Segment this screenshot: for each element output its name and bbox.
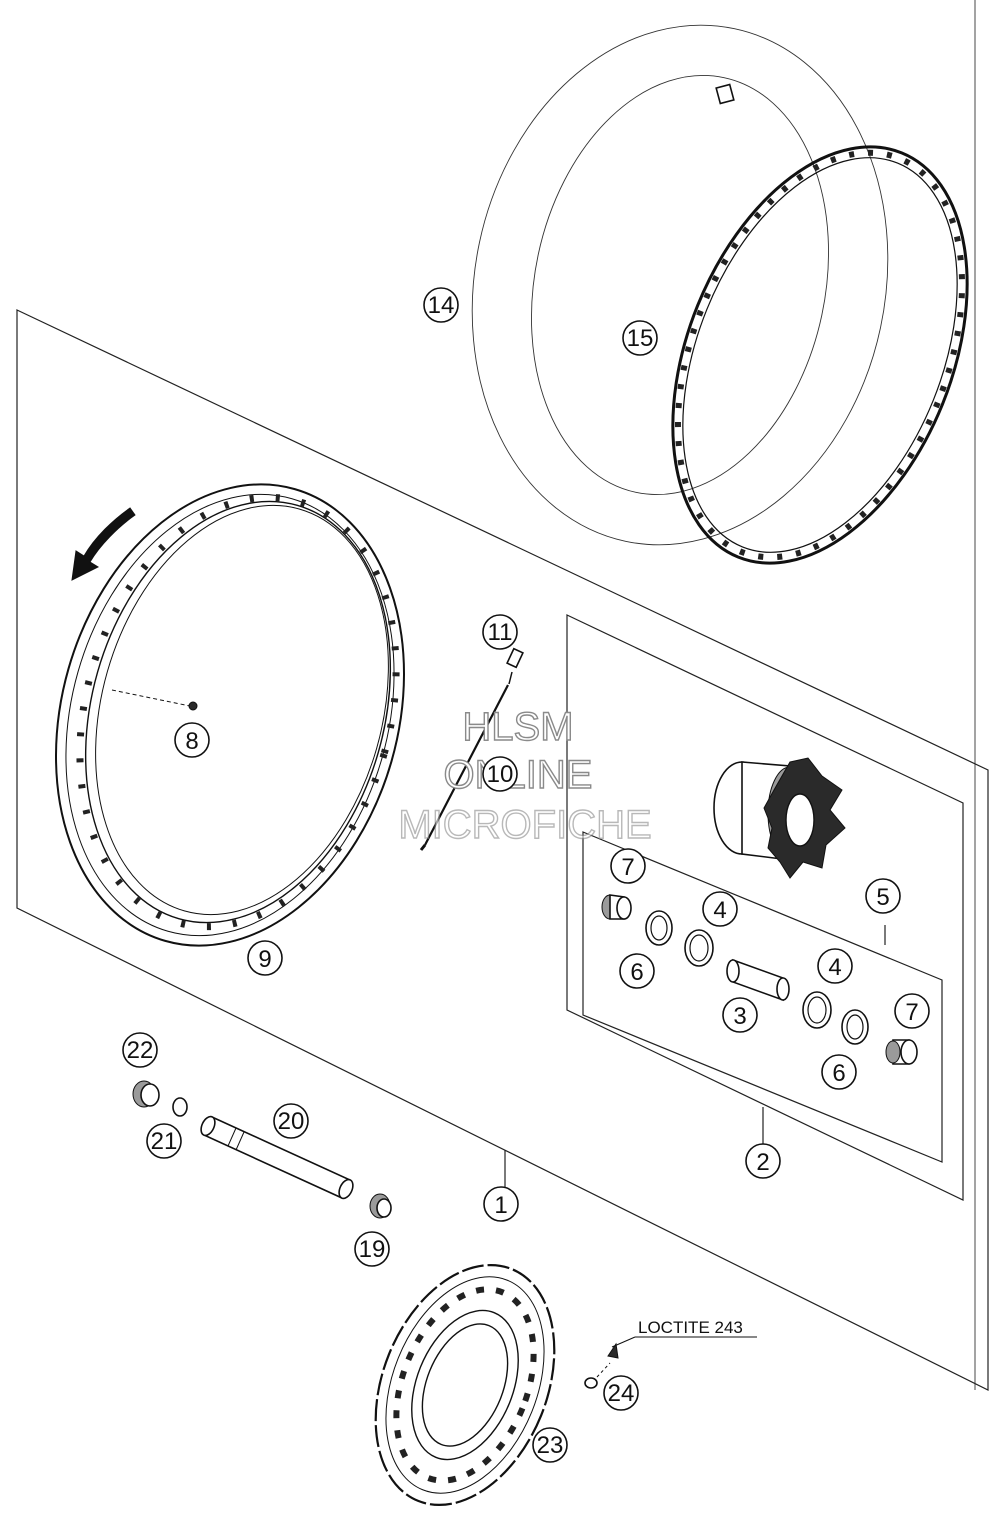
callout-4-upper: 4 — [702, 891, 738, 927]
assembly-panel-hub — [566, 614, 964, 1201]
svg-text:19: 19 — [359, 1236, 386, 1263]
watermark: HLSM ONLINE MICROFICHE — [398, 704, 653, 847]
assembly-panel-bearings — [582, 831, 943, 1163]
axle-parts — [132, 1080, 392, 1219]
callout-22: 22 — [122, 1032, 158, 1068]
rim-tape — [671, 145, 969, 565]
callout-15: 15 — [622, 320, 658, 356]
leader-lines — [504, 925, 886, 1188]
callout-23: 23 — [532, 1427, 568, 1463]
svg-text:9: 9 — [258, 946, 271, 973]
assembly-panel-wheel — [16, 309, 989, 1391]
callout-2: 2 — [745, 1143, 781, 1179]
svg-text:4: 4 — [828, 954, 841, 981]
callout-6-lower: 6 — [821, 1054, 857, 1090]
callout-11: 11 — [482, 614, 518, 650]
callout-9: 9 — [247, 940, 283, 976]
wheel-rim — [55, 483, 405, 947]
svg-text:23: 23 — [537, 1432, 564, 1459]
callout-20: 20 — [273, 1103, 309, 1139]
svg-text:2: 2 — [756, 1149, 769, 1176]
callout-21: 21 — [146, 1123, 182, 1159]
svg-text:7: 7 — [621, 854, 634, 881]
svg-text:4: 4 — [713, 897, 726, 924]
svg-text:14: 14 — [428, 292, 455, 319]
svg-text:11: 11 — [488, 619, 513, 646]
callout-4-lower: 4 — [817, 948, 853, 984]
callout-24: 24 — [603, 1375, 639, 1411]
brake-disc — [374, 1264, 556, 1506]
svg-text:8: 8 — [185, 728, 198, 755]
callout-19: 19 — [354, 1231, 390, 1267]
loctite-note: LOCTITE 243 — [638, 1318, 743, 1337]
svg-text:5: 5 — [876, 884, 889, 911]
spoke-and-nipple — [419, 647, 524, 851]
svg-text:21: 21 — [151, 1128, 178, 1155]
svg-text:15: 15 — [627, 325, 654, 352]
svg-text:10: 10 — [487, 761, 514, 788]
callout-7-upper: 7 — [610, 848, 646, 884]
disc-screw — [584, 1336, 757, 1389]
svg-text:20: 20 — [278, 1108, 305, 1135]
svg-text:24: 24 — [608, 1380, 635, 1407]
svg-text:1: 1 — [494, 1192, 507, 1219]
inner-tube — [471, 24, 889, 546]
svg-text:7: 7 — [905, 999, 918, 1026]
svg-text:22: 22 — [127, 1037, 154, 1064]
callout-1: 1 — [483, 1186, 519, 1222]
watermark-line-2: ONLINE — [444, 753, 593, 797]
rim-weight-dot — [188, 701, 198, 711]
watermark-line-1: HLSM — [462, 705, 573, 749]
callout-6-upper: 6 — [619, 953, 655, 989]
callout-7-lower: 7 — [894, 993, 930, 1029]
callout-8: 8 — [174, 722, 210, 758]
callout-14: 14 — [423, 287, 459, 323]
callout-10: 10 — [482, 756, 518, 792]
leader-line-8 — [111, 689, 191, 707]
rotation-arrow-icon — [71, 507, 136, 581]
watermark-line-3: MICROFICHE — [398, 803, 651, 847]
svg-text:3: 3 — [733, 1003, 746, 1030]
svg-text:6: 6 — [630, 959, 643, 986]
hub-small-parts — [601, 894, 918, 1065]
callout-3: 3 — [722, 997, 758, 1033]
svg-text:6: 6 — [832, 1060, 845, 1087]
wheel-hub — [713, 757, 846, 879]
callout-5: 5 — [865, 878, 901, 914]
